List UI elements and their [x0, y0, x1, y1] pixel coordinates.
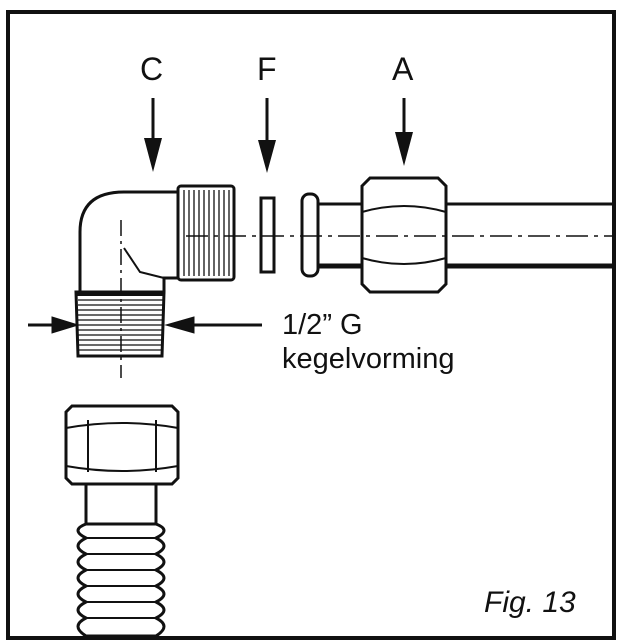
arrow-f-icon: [258, 98, 276, 173]
thread-bottom-icon: [76, 292, 164, 351]
figure-caption: Fig. 13: [484, 586, 576, 619]
thread-type-label: kegelvorming: [282, 343, 454, 375]
label-a: A: [392, 51, 414, 87]
figure-frame: [6, 10, 616, 640]
arrow-c-icon: [144, 98, 162, 172]
washer-f: [259, 196, 276, 274]
thread-top-icon: [183, 190, 230, 276]
dimension-arrows-icon: [28, 316, 262, 334]
pipe-assembly-a: [300, 176, 614, 294]
arrow-a-icon: [395, 98, 413, 166]
flex-hose: [64, 404, 180, 638]
label-c: C: [140, 51, 163, 87]
label-f: F: [257, 51, 277, 87]
thread-size-label: 1/2” G: [282, 309, 363, 341]
